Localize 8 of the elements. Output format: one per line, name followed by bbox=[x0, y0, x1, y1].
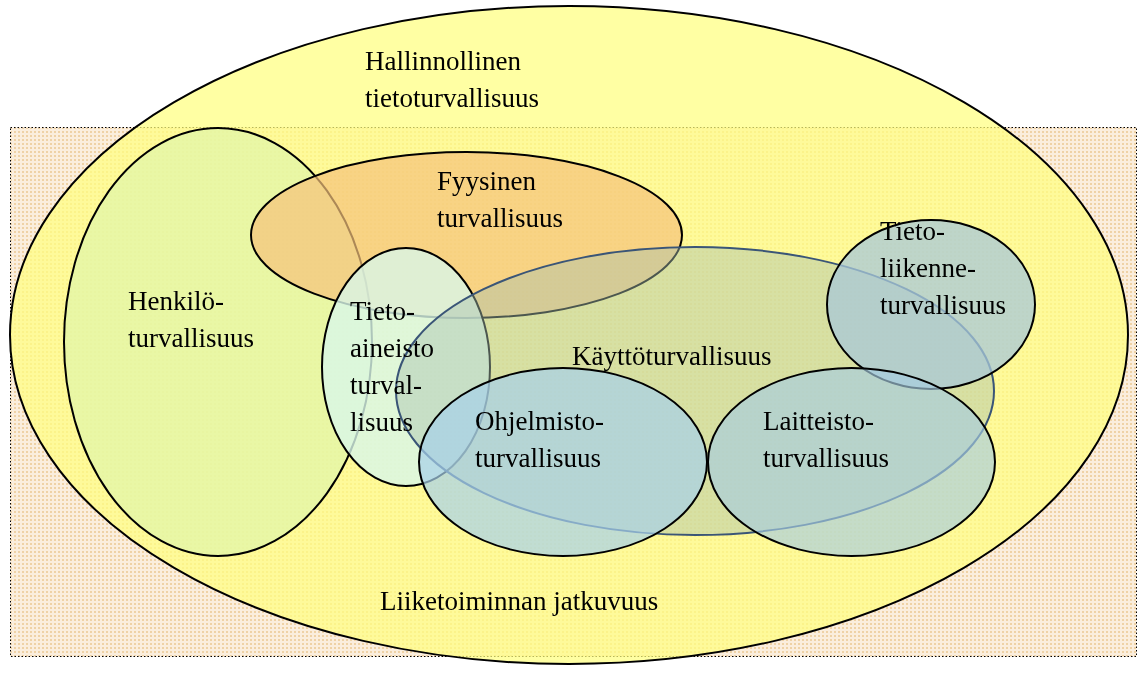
region-label: Käyttöturvallisuus bbox=[572, 340, 772, 373]
region-label: Fyysinen turvallisuus bbox=[437, 165, 564, 235]
region-label: Liiketoiminnan jatkuvuus bbox=[380, 585, 659, 618]
region-label: Ohjelmisto- turvallisuus bbox=[475, 405, 605, 475]
region-label: Hallinnollinen tietoturvallisuus bbox=[365, 45, 540, 115]
region-label: Laitteisto- turvallisuus bbox=[763, 405, 890, 475]
region-label: Henkilö- turvallisuus bbox=[128, 285, 255, 355]
region-label: Tieto- liikenne- turvallisuus bbox=[880, 215, 1007, 322]
